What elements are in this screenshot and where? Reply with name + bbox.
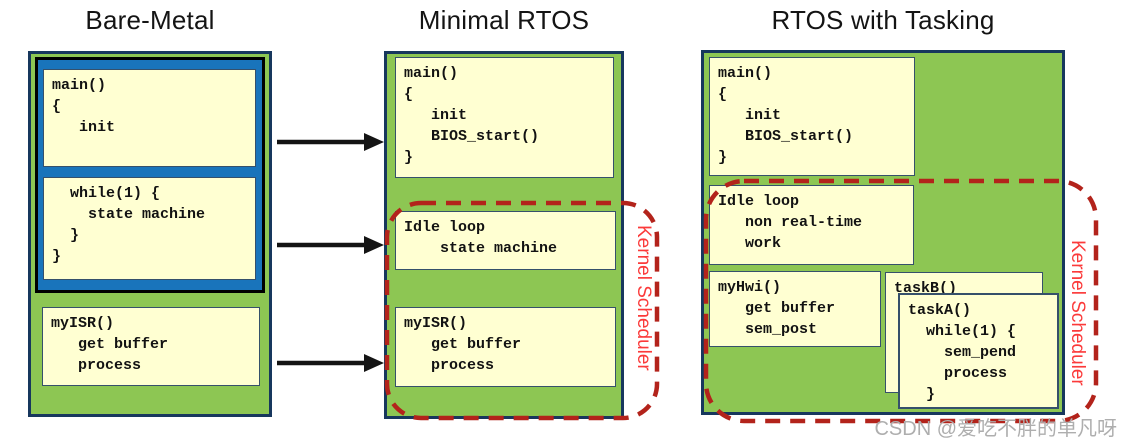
bare-metal-while-box: while(1) { state machine } }: [43, 177, 256, 280]
bare-metal-main-code: main() { init: [52, 77, 116, 136]
bare-metal-main-box: main() { init: [43, 69, 256, 167]
csdn-watermark: CSDN @爱吃不胖的单凡呀: [874, 418, 1117, 440]
rtos-tasking-panel: main() { init BIOS_start() } Idle loop n…: [701, 50, 1065, 415]
rtos-with-tasking-title: RTOS with Tasking: [771, 5, 995, 35]
bare-metal-isr-code: myISR() get buffer process: [51, 315, 169, 374]
minimal-rtos-panel: main() { init BIOS_start() } Idle loop s…: [384, 51, 624, 419]
minimal-rtos-isr-box: myISR() get buffer process: [395, 307, 616, 387]
rtos-tasking-taska-box: taskA() while(1) { sem_pend process }: [898, 293, 1059, 409]
rtos-tasking-main-box: main() { init BIOS_start() }: [709, 57, 915, 176]
minimal-rtos-main-code: main() { init BIOS_start() }: [404, 65, 540, 166]
rtos-tasking-main-code: main() { init BIOS_start() }: [718, 65, 854, 166]
minimal-rtos-title: Minimal RTOS: [418, 5, 590, 35]
minimal-rtos-main-box: main() { init BIOS_start() }: [395, 57, 614, 178]
rtos-tasking-hwi-code: myHwi() get buffer sem_post: [718, 279, 836, 338]
rtos-tasking-taska-code: taskA() while(1) { sem_pend process }: [908, 302, 1017, 403]
arrow-isr-icon: [277, 354, 384, 372]
superloop-container: main() { init while(1) { state machine }…: [35, 57, 265, 293]
minimal-rtos-kernel-scheduler-label: Kernel Scheduler: [633, 224, 654, 371]
minimal-rtos-idle-box: Idle loop state machine: [395, 211, 616, 270]
arrow-main-icon: [277, 133, 384, 151]
rtos-tasking-kernel-scheduler-label: Kernel Scheduler: [1067, 239, 1088, 386]
bare-metal-while-code: while(1) { state machine } }: [52, 185, 206, 265]
arrow-idle-icon: [277, 236, 384, 254]
minimal-rtos-idle-code: Idle loop state machine: [404, 219, 558, 257]
minimal-rtos-isr-code: myISR() get buffer process: [404, 315, 522, 374]
rtos-tasking-idle-box: Idle loop non real-time work: [709, 185, 914, 265]
bare-metal-isr-box: myISR() get buffer process: [42, 307, 260, 386]
bare-metal-title: Bare-Metal: [85, 5, 215, 35]
bare-metal-panel: main() { init while(1) { state machine }…: [28, 51, 272, 417]
rtos-tasking-idle-code: Idle loop non real-time work: [718, 193, 863, 252]
rtos-tasking-hwi-box: myHwi() get buffer sem_post: [709, 271, 881, 347]
